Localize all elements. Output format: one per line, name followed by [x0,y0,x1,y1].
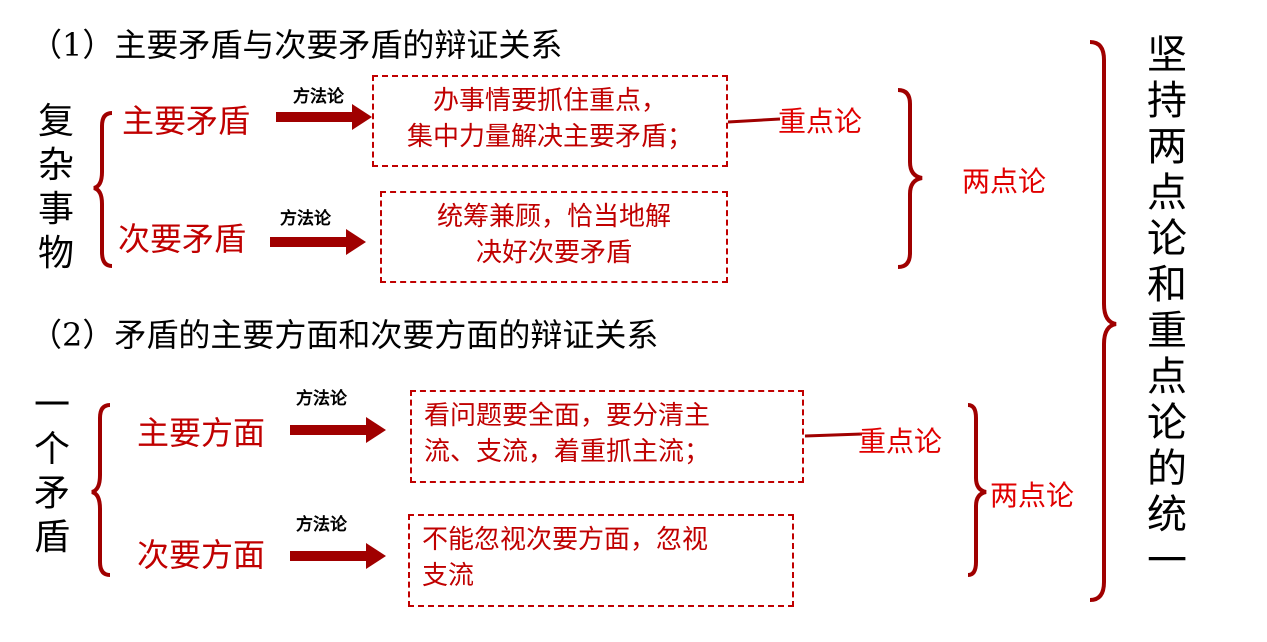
right-brace-1 [897,88,923,269]
right-brace-2 [967,403,987,577]
method-label: 方法论 [293,87,344,107]
key-point-label-1: 重点论 [778,105,863,138]
section2-title: （2）矛盾的主要方面和次要方面的辩证关系 [30,316,659,354]
connector-1 [727,117,781,124]
box-line: 支流 [422,561,475,591]
summary-text: 坚持两点论和重点论的统一 [1147,32,1187,584]
arrow-3 [290,417,386,443]
box-line: 不能忽视次要方面，忽视 [422,525,709,555]
method-box-principal-contradiction: 办事情要抓住重点， 集中力量解决主要矛盾； [372,75,728,167]
section1-title: （1）主要矛盾与次要矛盾的辩证关系 [30,26,563,64]
arrow-4 [290,543,386,569]
method-label: 方法论 [296,389,347,409]
method-box-secondary-aspect: 不能忽视次要方面，忽视 支流 [408,514,794,607]
box-line: 流、支流，着重抓主流； [424,437,711,467]
concept-principal-contradiction: 主要矛盾 [122,102,251,140]
arrow-2 [270,229,366,255]
two-point-label-2: 两点论 [990,479,1075,512]
arrow-1 [276,104,372,130]
box-line: 决好次要矛盾 [475,238,632,268]
two-point-label-1: 两点论 [962,165,1047,198]
method-label: 方法论 [296,515,347,535]
section2-subject: 一个矛盾 [33,385,70,558]
left-brace-1 [93,111,113,268]
method-box-principal-aspect: 看问题要全面，要分清主 流、支流，着重抓主流； [410,390,804,483]
concept-principal-aspect: 主要方面 [137,414,266,452]
box-line: 集中力量解决主要矛盾； [406,122,693,152]
summary-brace [1089,40,1117,602]
method-box-secondary-contradiction: 统筹兼顾，恰当地解 决好次要矛盾 [380,191,728,283]
box-line: 统筹兼顾，恰当地解 [436,202,671,232]
concept-secondary-aspect: 次要方面 [137,536,266,574]
box-line: 办事情要抓住重点， [432,86,667,116]
box-line: 看问题要全面，要分清主 [424,401,711,431]
left-brace-2 [91,403,111,577]
concept-secondary-contradiction: 次要矛盾 [118,220,247,258]
key-point-label-2: 重点论 [858,425,943,458]
connector-2 [804,432,863,438]
method-label: 方法论 [280,209,331,229]
section1-subject: 复杂事物 [37,101,74,274]
